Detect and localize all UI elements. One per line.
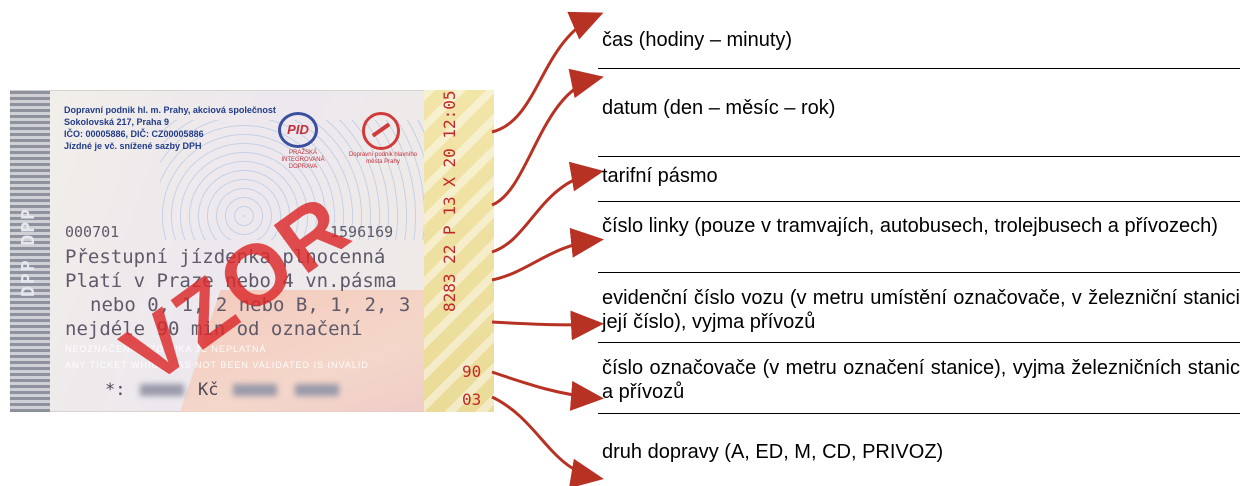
label-transport: druh dopravy (A, ED, M, CD, PRIVOZ) <box>602 441 944 463</box>
dpp-logo-subtitle: Dopravní podnik hlavního města Prahy <box>348 152 418 165</box>
label-vehicle: evidenční číslo vozu (v metru umístění o… <box>602 287 1240 333</box>
arrow-transport <box>491 395 604 486</box>
ticket-serial-right: 1596169 <box>330 223 394 241</box>
validation-print-90: 90 <box>462 362 482 381</box>
arrow-zone <box>491 161 604 254</box>
ticket-issuer: Dopravní podnik hl. m. Prahy, akciová sp… <box>64 104 284 152</box>
ticket-notice-en: ANY TICKET WHICH HAS NOT BEEN VALIDATED … <box>65 360 369 370</box>
ticket-security-strip <box>10 90 50 412</box>
ticket-notice-cz: NEOZNAČENÁ JÍZDENKA JE NEPLATNÁ <box>65 344 267 354</box>
ticket-duration-line: nejdéle 90 min od označení <box>65 318 363 340</box>
ticket-serial-left: 000701 <box>65 223 120 241</box>
pid-logo: PID <box>278 112 318 148</box>
ticket-validity-line: Platí v Praze nebo 4 vn.pásma <box>65 270 397 292</box>
price-blurred <box>139 384 184 396</box>
price-prefix: *: <box>105 380 126 400</box>
price-blurred <box>232 384 277 396</box>
price-currency: Kč <box>197 380 219 400</box>
validation-print-03: 03 <box>462 390 482 409</box>
pid-logo-subtitle: PRAŽSKÁ INTEGROVANÁ DOPRAVA <box>281 150 325 170</box>
issuer-line: Dopravní podnik hl. m. Prahy, akciová sp… <box>64 105 276 115</box>
arrow-vehicle <box>491 310 604 341</box>
separator-line <box>598 201 1240 202</box>
separator-line <box>598 156 1240 157</box>
dpp-logo <box>362 112 400 150</box>
arrow-line <box>491 227 604 282</box>
issuer-line: IČO: 00005886, DIČ: CZ00005886 <box>64 129 204 139</box>
label-line: číslo linky (pouze v tramvajích, autobus… <box>602 215 1218 237</box>
label-validator: číslo označovače (v metru označení stani… <box>602 357 1240 403</box>
ticket-image: DPP DPP Dopravní podnik hl. m. Prahy, ak… <box>10 90 494 412</box>
arrow-time <box>491 11 604 134</box>
validation-strip <box>424 90 494 412</box>
label-date: datum (den – měsíc – rok) <box>602 97 836 119</box>
arrow-date <box>491 68 604 207</box>
ticket-type-line: Přestupní jízdenka plnocenná <box>65 246 386 268</box>
arrow-validator <box>491 370 604 411</box>
label-time: čas (hodiny – minuty) <box>602 29 793 51</box>
ticket-price-line: *: Kč <box>105 380 343 400</box>
ticket-zones-line: nebo 0, 1, 2 nebo B, 1, 2, 3 <box>90 294 411 316</box>
separator-line <box>598 342 1240 343</box>
price-blurred <box>294 384 339 396</box>
separator-line <box>598 272 1240 273</box>
issuer-line: Sokolovská 217, Praha 9 <box>64 117 170 127</box>
separator-line <box>598 68 1240 69</box>
issuer-line: Jízdné je vč. snížené sazby DPH <box>64 141 202 151</box>
separator-line <box>598 413 1240 414</box>
label-zone: tarifní pásmo <box>602 165 718 187</box>
